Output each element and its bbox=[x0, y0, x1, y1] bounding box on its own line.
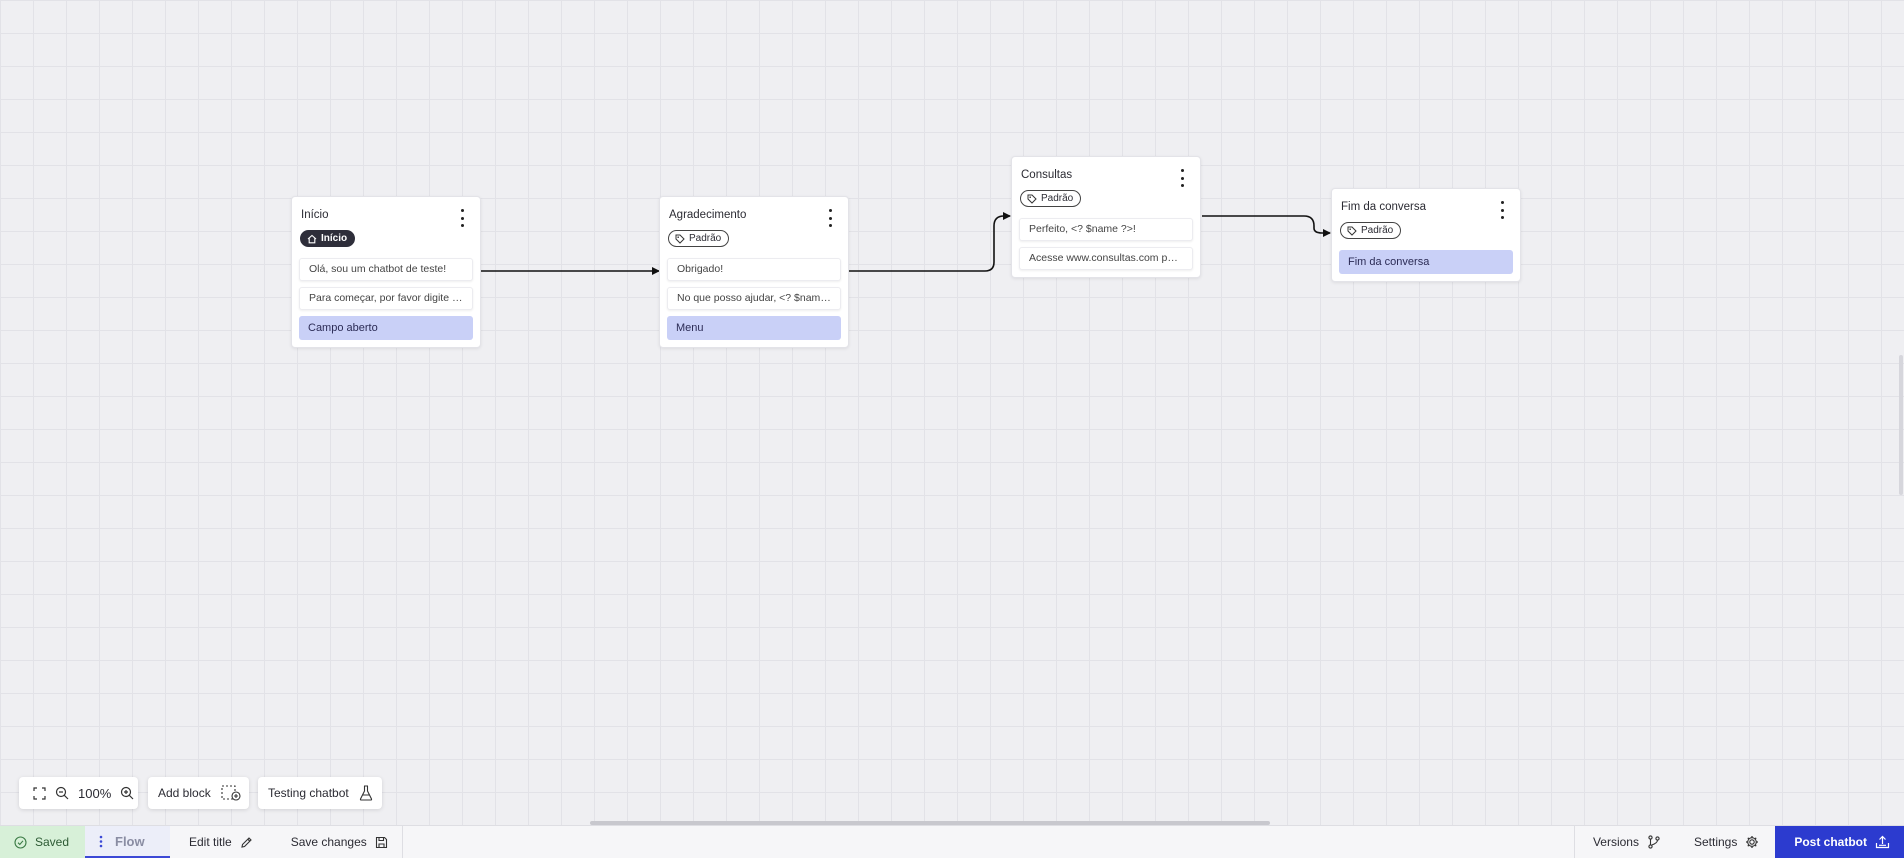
connector-agradecimento-consultas bbox=[849, 212, 1011, 272]
spacer bbox=[403, 826, 1574, 858]
block-title: Início bbox=[301, 209, 329, 221]
tag-label: Padrão bbox=[689, 233, 722, 244]
block-agradecimento[interactable]: Agradecimento Padrão Obrigado! No que po… bbox=[659, 196, 849, 348]
connector-layer bbox=[481, 212, 1331, 275]
block-title: Consultas bbox=[1021, 169, 1073, 181]
testing-chatbot-button[interactable]: Testing chatbot bbox=[258, 777, 382, 809]
save-icon bbox=[375, 836, 387, 848]
message-item[interactable]: Acesse www.consultas.com par... bbox=[1019, 246, 1193, 270]
vertical-scrollbar[interactable] bbox=[1899, 355, 1903, 495]
edit-title-label: Edit title bbox=[189, 835, 232, 849]
zoom-in-icon[interactable] bbox=[120, 786, 134, 800]
tag-icon bbox=[675, 234, 685, 244]
saved-status: Saved bbox=[0, 826, 85, 858]
message-item[interactable]: Olá, sou um chatbot de teste! bbox=[299, 257, 473, 281]
home-tag: Início bbox=[300, 230, 356, 247]
message-item[interactable]: Para começar, por favor digite o ... bbox=[299, 286, 473, 310]
tag-icon bbox=[1347, 226, 1357, 236]
flow-canvas[interactable]: Início Início Olá, sou um chatbot de tes… bbox=[0, 0, 1904, 825]
more-vertical-icon[interactable] bbox=[99, 835, 103, 848]
save-changes-button[interactable]: Save changes bbox=[267, 826, 402, 858]
horizontal-scrollbar[interactable] bbox=[590, 821, 1270, 825]
block-fim-da-conversa[interactable]: Fim da conversa Padrão Fim da conversa bbox=[1331, 188, 1521, 282]
edit-title-button[interactable]: Edit title bbox=[170, 826, 267, 858]
zoom-controls: 100% bbox=[19, 777, 138, 809]
connector-consultas-fim bbox=[1202, 215, 1331, 237]
tag-badge: Padrão bbox=[1020, 190, 1082, 207]
settings-label: Settings bbox=[1693, 835, 1738, 849]
message-item[interactable]: No que posso ajudar, <? $name ... bbox=[667, 286, 841, 310]
divider bbox=[1573, 826, 1575, 858]
versions-button[interactable]: Versions bbox=[1575, 826, 1678, 858]
saved-label: Saved bbox=[35, 835, 70, 849]
divider bbox=[401, 826, 403, 858]
bottom-bar: Saved Flow Edit title Save changes Versi… bbox=[0, 825, 1904, 858]
add-block-label: Add block bbox=[158, 786, 211, 800]
upload-icon bbox=[1875, 835, 1890, 849]
tab-flow[interactable]: Flow bbox=[85, 826, 170, 858]
pencil-icon bbox=[240, 836, 252, 848]
zoom-level: 100% bbox=[78, 785, 112, 801]
flask-icon bbox=[359, 785, 373, 801]
choice-item[interactable]: Menu bbox=[667, 315, 841, 340]
fullscreen-icon[interactable] bbox=[33, 786, 46, 800]
zoom-out-icon[interactable] bbox=[55, 786, 69, 800]
block-consultas[interactable]: Consultas Padrão Perfeito, <? $name ?>! … bbox=[1011, 156, 1201, 278]
check-circle-icon bbox=[14, 835, 27, 849]
home-icon bbox=[307, 234, 317, 243]
tag-label: Início bbox=[321, 233, 348, 244]
testing-chatbot-label: Testing chatbot bbox=[268, 786, 349, 800]
tag-badge: Padrão bbox=[1340, 222, 1402, 239]
add-block-button[interactable]: Add block bbox=[148, 777, 249, 809]
settings-button[interactable]: Settings bbox=[1678, 826, 1775, 858]
choice-item[interactable]: Campo aberto bbox=[299, 315, 473, 340]
more-vertical-icon[interactable] bbox=[1175, 169, 1189, 187]
tag-label: Padrão bbox=[1361, 225, 1394, 236]
gear-icon bbox=[1746, 836, 1759, 848]
choice-item[interactable]: Fim da conversa bbox=[1339, 249, 1513, 274]
block-title: Fim da conversa bbox=[1341, 201, 1427, 213]
versions-label: Versions bbox=[1592, 835, 1639, 849]
more-vertical-icon[interactable] bbox=[455, 209, 469, 227]
more-vertical-icon[interactable] bbox=[823, 209, 837, 227]
block-inicio[interactable]: Início Início Olá, sou um chatbot de tes… bbox=[291, 196, 481, 348]
post-chatbot-label: Post chatbot bbox=[1794, 835, 1867, 849]
message-item[interactable]: Obrigado! bbox=[667, 257, 841, 281]
tag-badge: Padrão bbox=[668, 230, 730, 247]
more-vertical-icon[interactable] bbox=[1495, 201, 1509, 219]
tag-icon bbox=[1027, 194, 1037, 204]
add-block-icon bbox=[221, 785, 241, 801]
save-changes-label: Save changes bbox=[290, 835, 367, 849]
block-title: Agradecimento bbox=[669, 209, 747, 221]
branch-icon bbox=[1648, 835, 1660, 849]
tag-label: Padrão bbox=[1041, 193, 1074, 204]
post-chatbot-button[interactable]: Post chatbot bbox=[1775, 826, 1904, 858]
tab-flow-label: Flow bbox=[115, 833, 145, 849]
message-item[interactable]: Perfeito, <? $name ?>! bbox=[1019, 217, 1193, 241]
